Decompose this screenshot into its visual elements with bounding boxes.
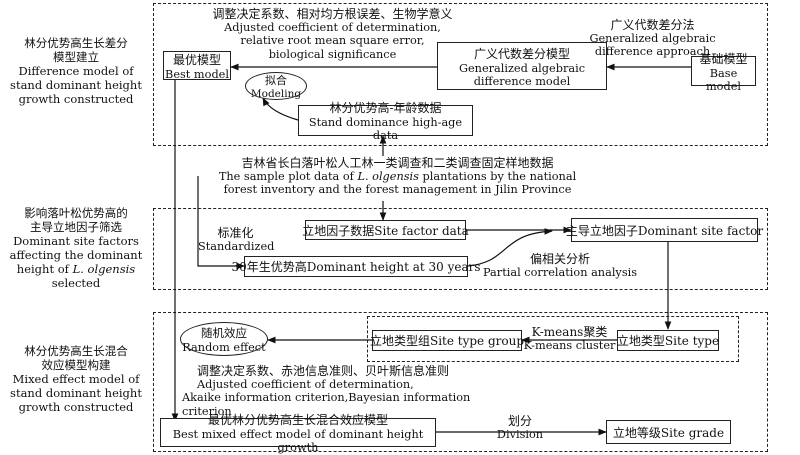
site-factor-data-box: 立地因子数据Site factor data (302, 220, 469, 240)
gada-approach-label: 广义代数差分法 Generalized algebraic difference… (589, 18, 716, 59)
standardized-label: 标准化 Standardized (198, 226, 275, 254)
section-site-factor-screening (153, 208, 768, 290)
height-at-30-box: 30年生优势高Dominant height at 30 years (231, 256, 481, 277)
gada-model-box: 广义代数差分模型 Generalized algebraic differenc… (437, 42, 607, 90)
modeling-ellipse: 拟合 Modeling (245, 72, 307, 100)
section-mixed-effect-model (153, 312, 768, 452)
site-type-cluster-frame (367, 316, 739, 362)
criteria-bottom-label: 调整决定系数、赤池信息准则、贝叶斯信息准则 Adjusted coefficie… (182, 364, 471, 418)
kmeans-label: K-means聚类 K-means cluster (523, 325, 616, 353)
section-difference-model (153, 3, 768, 146)
partial-correlation-label: 偏相关分析 Partial correlation analysis (482, 252, 638, 280)
edge-plot-to-height30 (197, 176, 245, 270)
best-model-box: 最优模型 Best model (163, 51, 231, 81)
dominant-site-factor-box: 主导立地因子Dominant site factor (566, 218, 763, 242)
criteria-top-label: 调整决定系数、相对均方根误差、生物学意义 Adjusted coefficien… (212, 7, 453, 61)
site-type-box: 立地类型Site type (617, 330, 719, 351)
sample-plot-data: 吉林省长白落叶松人工林一类调查和二类调查固定样地数据 The sample pl… (205, 156, 590, 197)
random-effect-ellipse: 随机效应 Random effect (180, 322, 268, 356)
stand-data-box: 林分优势高-年龄数据 Stand dominance high-age data (298, 101, 473, 142)
site-grade-box: 立地等级Site grade (606, 420, 731, 444)
division-label: 划分 Division (496, 414, 544, 442)
label-site-factor-screening: 影响落叶松优势高的 主导立地因子筛选 Dominant site factors… (9, 206, 143, 291)
label-difference-model: 林分优势高生长差分 模型建立 Difference model of stand… (10, 36, 142, 107)
edge-data-to-modeling (262, 97, 299, 121)
label-mixed-effect-model: 林分优势高生长混合 效应模型构建 Mixed effect model of s… (10, 344, 142, 415)
base-model-box: 基础模型 Base model (691, 52, 756, 93)
site-type-group-box: 立地类型组Site type group (370, 330, 524, 351)
best-mixed-model-box: 最优林分优势高生长混合效应模型 Best mixed effect model … (160, 413, 436, 454)
edge-height30-to-dominant (467, 228, 553, 267)
